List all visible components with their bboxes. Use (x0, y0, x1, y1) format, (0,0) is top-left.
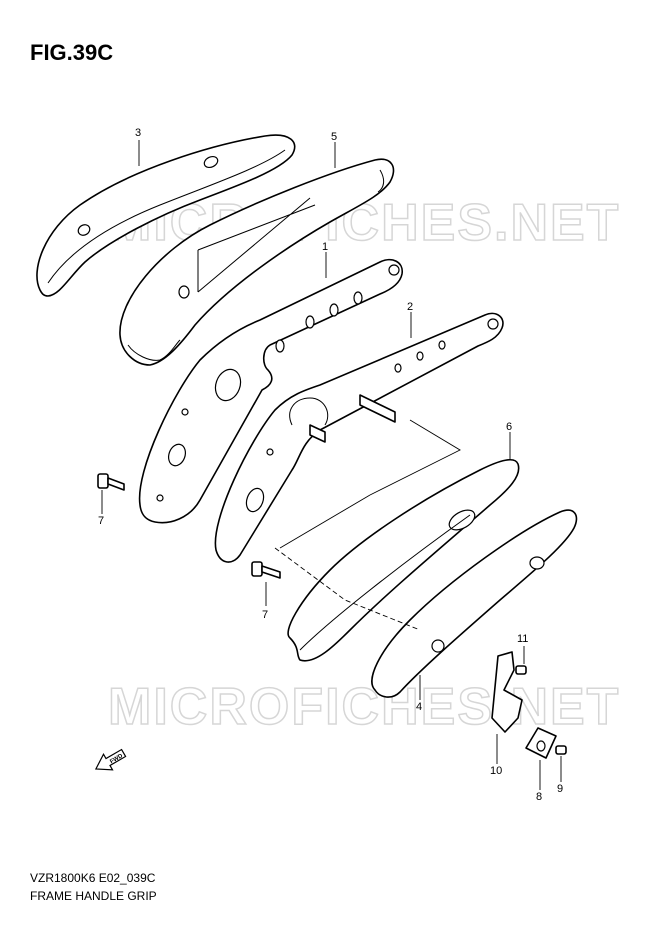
part-10-bracket (491, 651, 523, 733)
screw-9 (555, 745, 567, 755)
bolt-7-lower (251, 561, 281, 579)
callout-7-lower: 7 (262, 609, 268, 621)
part-6-grip-cover (287, 458, 520, 662)
fwd-arrow-icon: FWD (94, 748, 127, 771)
bolt-7-upper (97, 473, 125, 491)
figure-name: FRAME HANDLE GRIP (30, 889, 157, 903)
part-1-frame-handle (138, 258, 403, 524)
callout-1: 1 (322, 241, 328, 253)
callout-8: 8 (536, 791, 542, 803)
callout-4: 4 (416, 701, 422, 713)
assembly-guide-line-3 (279, 494, 371, 549)
figure-code: VZR1800K6 E02_039C (30, 871, 156, 885)
part-2-frame-handle (214, 312, 504, 563)
callout-5: 5 (331, 131, 337, 143)
screw-11 (515, 665, 527, 675)
watermark-bottom: MICROFICHES.NET (108, 678, 620, 736)
part-4-side-cover (371, 509, 578, 698)
callout-6: 6 (506, 421, 512, 433)
figure-title: FIG.39C (30, 40, 114, 65)
callout-9: 9 (557, 783, 563, 795)
part-8-clamp (525, 727, 557, 759)
callout-11: 11 (517, 633, 528, 645)
callout-2: 2 (407, 301, 413, 313)
callout-7-upper: 7 (98, 515, 104, 527)
assembly-guide-line-2 (369, 419, 461, 496)
callout-10: 10 (490, 765, 502, 777)
part-3-grip-cover (36, 134, 296, 297)
part-5-grip (119, 158, 395, 366)
callout-3: 3 (135, 127, 141, 139)
